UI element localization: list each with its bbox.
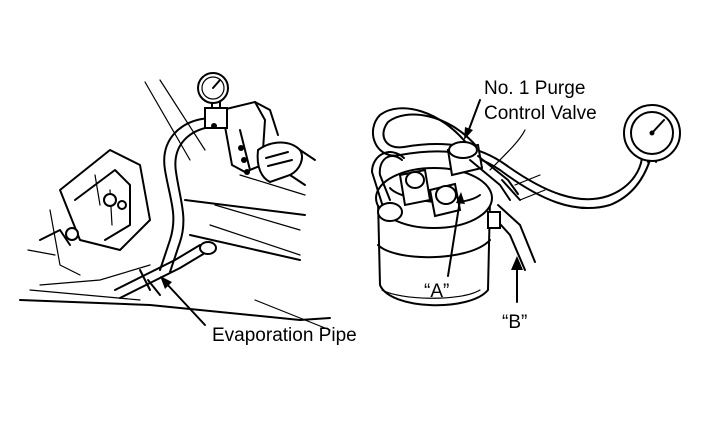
purge-valve-pointer bbox=[467, 99, 481, 133]
purge-valve-label-line1: No. 1 Purge bbox=[484, 78, 586, 99]
evaporation-pipe-pointer bbox=[164, 281, 206, 326]
pressure-gauge-icon bbox=[197, 72, 229, 104]
purge-valve-label-line2: Control Valve bbox=[484, 103, 597, 124]
left-engine-bay-illustration bbox=[19, 72, 331, 331]
port-a-pointer bbox=[447, 199, 461, 277]
evaporation-pipe-label: Evaporation Pipe bbox=[212, 325, 357, 346]
right-canister-illustration bbox=[371, 107, 651, 307]
port-a-label: “A” bbox=[424, 281, 450, 302]
port-b-label: “B” bbox=[502, 312, 528, 333]
pressure-gauge-icon bbox=[623, 104, 681, 163]
